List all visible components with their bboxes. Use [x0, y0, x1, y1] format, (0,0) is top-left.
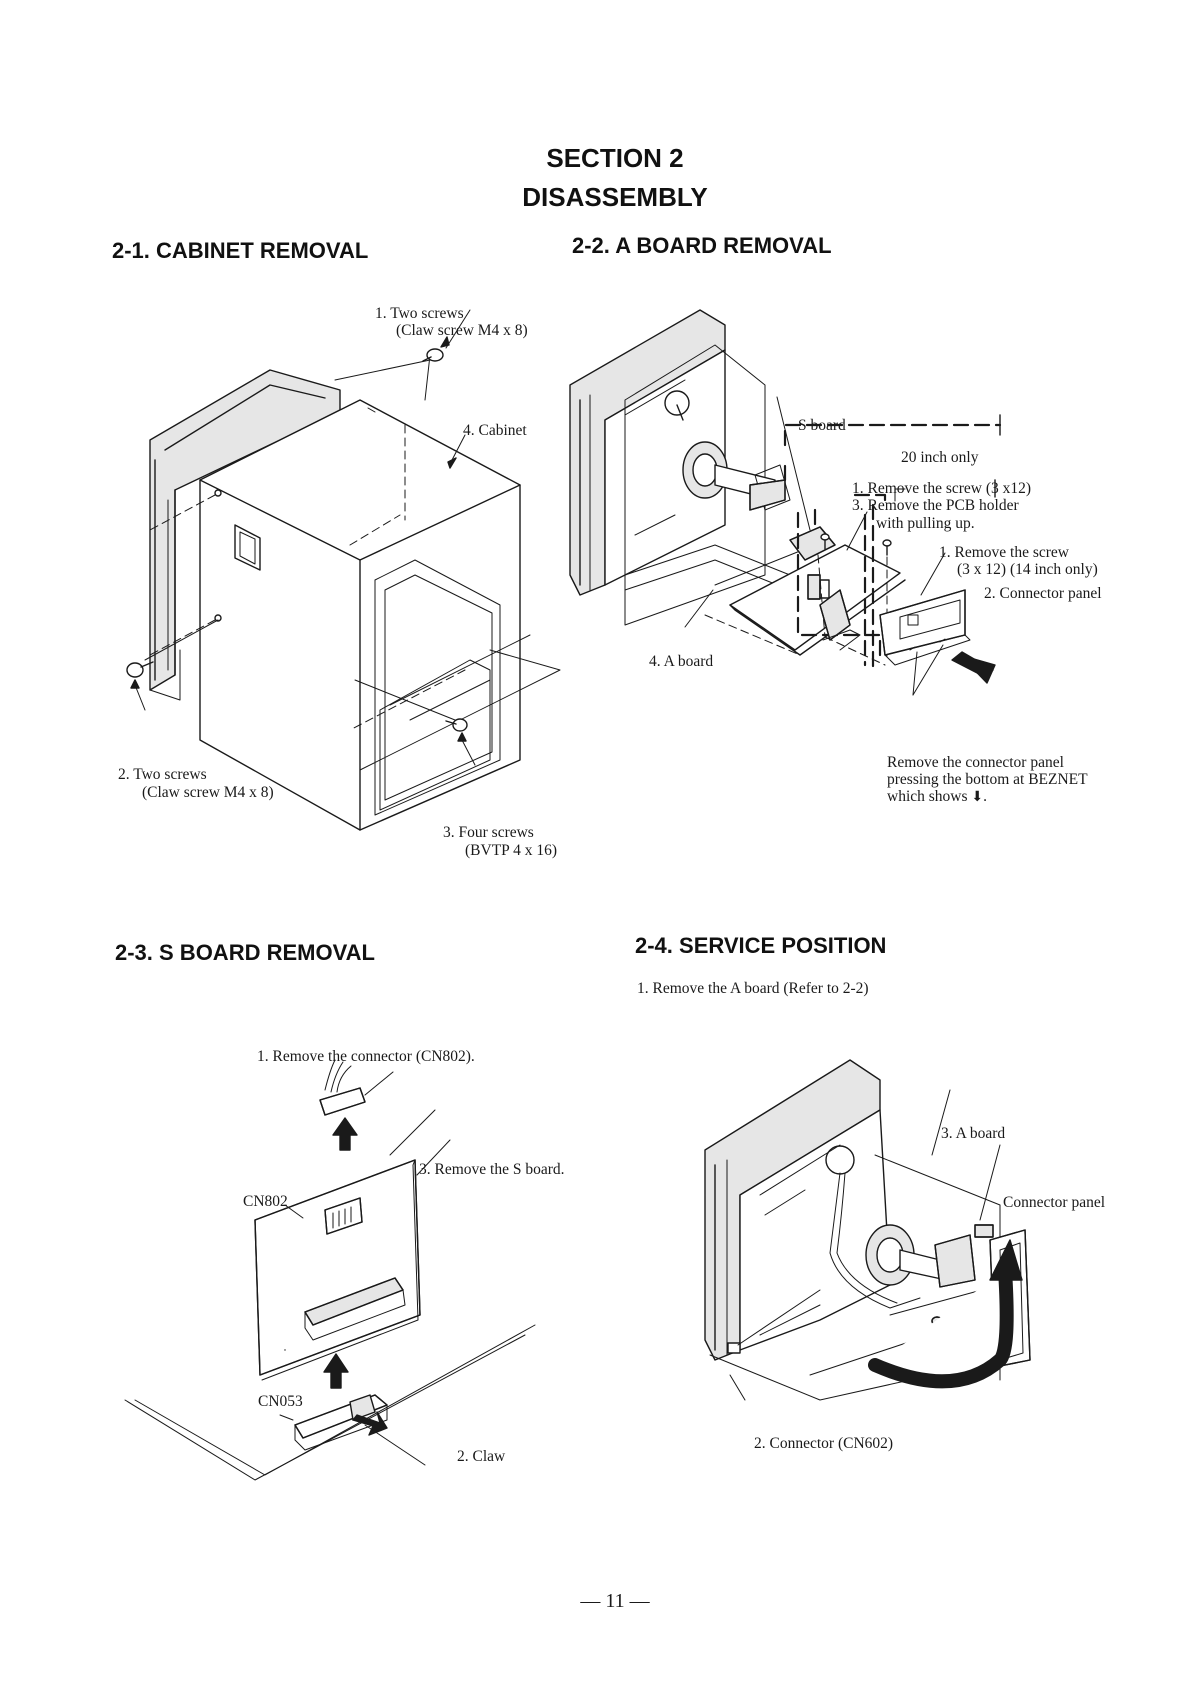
- service-position-step1: 1. Remove the A board (Refer to 2-2): [637, 980, 869, 997]
- service-position-illustration: [704, 1059, 1031, 1401]
- label-remove-s-board: 3. Remove the S board.: [419, 1161, 565, 1178]
- label-20-inch-step1: 1. Remove the screw (3 x12): [852, 480, 1032, 497]
- down-arrow-icon: ⬇: [971, 789, 984, 805]
- label-four-screws-spec: (BVTP 4 x 16): [465, 842, 557, 859]
- label-two-screws-left-spec: (Claw screw M4 x 8): [142, 784, 274, 801]
- label-14-inch-step1-cont: (3 x 12) (14 inch only): [957, 561, 1098, 578]
- label-four-screws: 3. Four screws: [443, 824, 534, 841]
- label-20-inch-step3: 3. Remove the PCB holder: [852, 497, 1019, 514]
- label-service-a-board: 3. A board: [941, 1125, 1006, 1142]
- note-period: .: [983, 788, 987, 805]
- label-two-screws-left: 2. Two screws: [118, 766, 207, 783]
- heading-cabinet-removal: 2-1. CABINET REMOVAL: [112, 238, 369, 263]
- note-text: which shows: [887, 788, 968, 805]
- label-cn802: CN802: [243, 1193, 288, 1210]
- label-connector-panel: 2. Connector panel: [984, 585, 1102, 602]
- note-connector-panel-3: which shows ⬇.: [887, 788, 987, 806]
- label-s-board: S board: [798, 417, 846, 434]
- heading-service-position: 2-4. SERVICE POSITION: [635, 933, 887, 958]
- heading-a-board-removal: 2-2. A BOARD REMOVAL: [572, 233, 832, 258]
- label-cabinet: 4. Cabinet: [463, 422, 527, 439]
- label-14-inch-step1: 1. Remove the screw: [939, 544, 1069, 561]
- label-two-screws-top: 1. Two screws: [375, 305, 464, 322]
- label-claw: 2. Claw: [457, 1448, 506, 1465]
- label-cn053: CN053: [258, 1393, 303, 1410]
- label-remove-connector-cn802: 1. Remove the connector (CN802).: [257, 1048, 475, 1065]
- cabinet-removal-illustration: [126, 309, 561, 831]
- section-number: SECTION 2: [546, 143, 684, 173]
- label-two-screws-top-spec: (Claw screw M4 x 8): [396, 322, 528, 339]
- note-connector-panel-1: Remove the connector panel: [887, 754, 1064, 771]
- label-a-board: 4. A board: [649, 653, 714, 670]
- page-title: DISASSEMBLY: [522, 182, 708, 212]
- a-board-removal-illustration: [569, 309, 1002, 696]
- page-number: — 11 —: [580, 1590, 650, 1612]
- s-board-removal-illustration: [124, 1059, 536, 1481]
- label-service-connector-panel: Connector panel: [1003, 1194, 1106, 1211]
- label-service-connector-cn602: 2. Connector (CN602): [754, 1435, 894, 1452]
- label-20-inch-only: 20 inch only: [901, 449, 979, 466]
- label-20-inch-step3-cont: with pulling up.: [876, 515, 975, 532]
- note-connector-panel-2: pressing the bottom at BEZNET: [887, 771, 1088, 788]
- heading-s-board-removal: 2-3. S BOARD REMOVAL: [115, 940, 375, 965]
